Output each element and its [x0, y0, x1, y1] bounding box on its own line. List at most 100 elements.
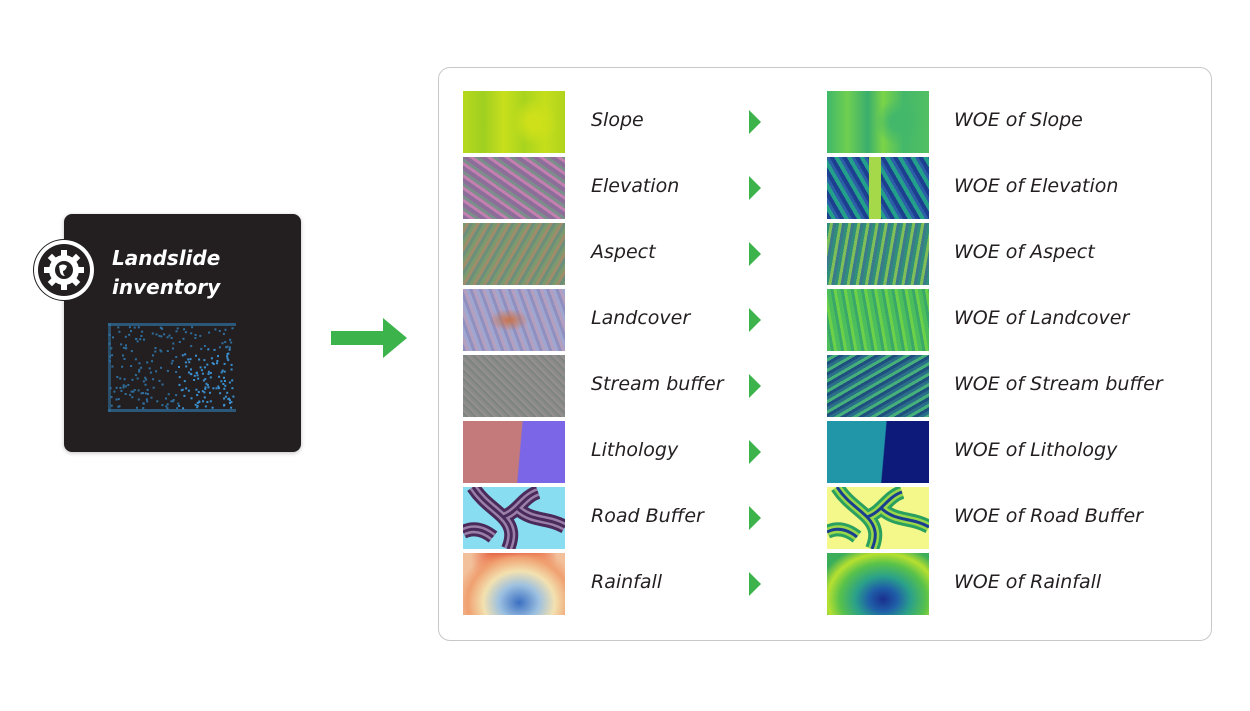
- landslide-point: [119, 386, 122, 389]
- factor-row: Road Buffer WOE of Road Buffer: [439, 487, 1211, 549]
- landslide-point: [138, 368, 141, 371]
- landslide-point: [230, 406, 233, 409]
- landslide-point: [226, 345, 229, 348]
- landslide-point: [181, 388, 184, 391]
- landslide-point: [108, 355, 111, 358]
- landslide-point: [207, 348, 210, 351]
- landslide-point: [178, 341, 181, 343]
- landslide-point: [123, 358, 126, 360]
- landslide-point: [188, 361, 191, 364]
- landslide-point: [183, 394, 186, 397]
- woe-map-thumbnail: [827, 223, 929, 285]
- landslide-point: [111, 365, 114, 368]
- landslide-point: [212, 363, 215, 365]
- landslide-point: [125, 344, 127, 347]
- landslide-point: [176, 407, 179, 410]
- landslide-point: [223, 370, 226, 373]
- landslide-point: [184, 331, 187, 334]
- landslide-point: [142, 402, 145, 405]
- landslide-point: [172, 347, 174, 350]
- factor-row: Rainfall WOE of Rainfall: [439, 553, 1211, 615]
- landslide-point: [201, 390, 204, 393]
- landslide-point: [217, 385, 220, 388]
- landslide-point: [136, 377, 139, 380]
- landslide-point: [229, 338, 232, 341]
- woe-map-thumbnail: [827, 157, 929, 219]
- landslide-point: [185, 387, 188, 390]
- landslide-point: [183, 328, 186, 331]
- landslide-point: [170, 337, 173, 339]
- landslide-point: [142, 392, 145, 394]
- landslide-point: [110, 347, 113, 350]
- landslide-point: [146, 388, 149, 391]
- landslide-point: [110, 404, 113, 407]
- landslide-point: [138, 370, 141, 373]
- input-map-thumbnail: [463, 355, 565, 417]
- woe-factor-label: WOE of Slope: [954, 109, 1083, 131]
- landslide-point: [172, 400, 175, 403]
- landslide-point: [124, 347, 127, 350]
- landslide-point: [202, 400, 204, 403]
- landslide-point: [231, 327, 234, 330]
- landslide-point: [134, 374, 137, 377]
- arrow-right-icon: [749, 176, 761, 200]
- landslide-point: [161, 404, 164, 407]
- landslide-point: [196, 374, 199, 377]
- road-network: [827, 487, 929, 549]
- landslide-point: [226, 357, 229, 360]
- arrow-right-icon: [749, 110, 761, 134]
- landslide-point: [160, 326, 163, 329]
- landslide-point: [218, 387, 220, 390]
- input-map-thumbnail: [463, 421, 565, 483]
- landslide-point: [117, 326, 120, 329]
- woe-factor-label: WOE of Stream buffer: [954, 373, 1163, 395]
- landslide-point: [123, 378, 126, 381]
- landslide-point: [220, 380, 223, 383]
- landslide-point: [206, 363, 209, 366]
- landslide-point: [209, 372, 212, 374]
- landslide-point: [143, 338, 145, 341]
- landslide-point: [160, 335, 163, 338]
- landslide-point: [194, 337, 197, 339]
- landslide-point: [206, 401, 209, 403]
- landslide-point: [207, 370, 210, 373]
- landslide-point: [170, 362, 173, 365]
- landslide-point: [166, 336, 169, 339]
- input-factor-label: Slope: [591, 109, 644, 131]
- woe-factor-label: WOE of Aspect: [954, 241, 1095, 263]
- landslide-point: [211, 362, 214, 365]
- landslide-point: [216, 362, 218, 365]
- flow-arrow-icon: [331, 318, 407, 358]
- landslide-point: [145, 378, 148, 381]
- landslide-point: [178, 383, 181, 386]
- landslide-point: [190, 397, 193, 400]
- landslide-point: [130, 330, 132, 333]
- landslide-point: [122, 386, 125, 389]
- landslide-point: [159, 349, 162, 352]
- landslide-point: [175, 371, 178, 373]
- arrow-right-icon: [749, 506, 761, 530]
- landslide-point: [223, 397, 226, 400]
- landslide-point: [226, 391, 229, 394]
- landslide-point: [178, 366, 180, 368]
- landslide-point: [224, 380, 226, 382]
- landslide-point: [204, 405, 207, 408]
- factor-row: Lithology WOE of Lithology: [439, 421, 1211, 483]
- landslide-point: [200, 369, 203, 372]
- landslide-point: [187, 358, 190, 361]
- landslide-point: [189, 372, 192, 375]
- landslide-point: [161, 383, 164, 386]
- landslide-point: [223, 362, 226, 365]
- landslide-point: [227, 398, 230, 401]
- landslide-point: [120, 343, 123, 346]
- landslide-point: [108, 342, 111, 345]
- landslide-point: [119, 377, 122, 380]
- landslide-point: [111, 354, 114, 357]
- landslide-point: [155, 333, 158, 336]
- landslide-point: [212, 387, 215, 390]
- landslide-point: [161, 327, 164, 330]
- woe-factor-label: WOE of Rainfall: [954, 571, 1102, 593]
- input-map-thumbnail: [463, 223, 565, 285]
- input-factor-label: Aspect: [591, 241, 656, 263]
- landslide-point: [218, 375, 221, 378]
